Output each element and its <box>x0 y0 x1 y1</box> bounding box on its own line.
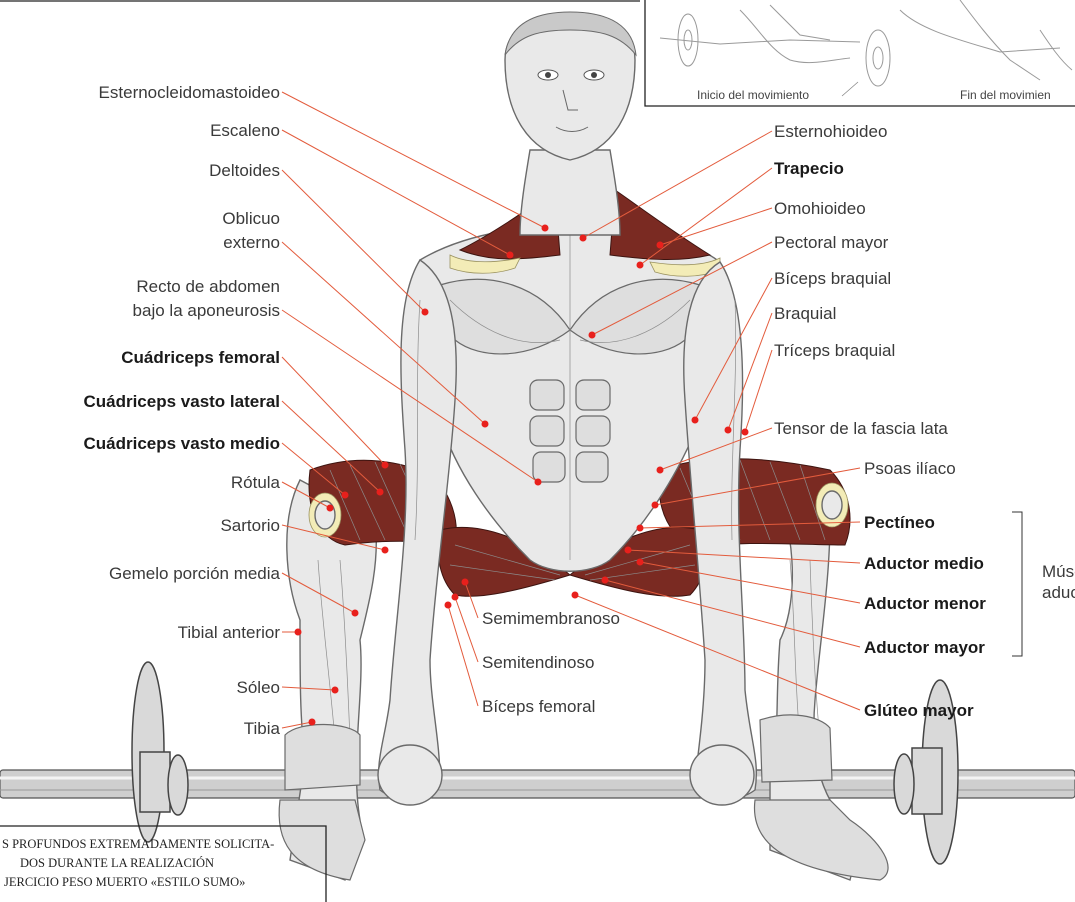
label-biceps-femoral: Bíceps femoral <box>482 697 595 716</box>
label-sartorio: Sartorio <box>220 516 280 535</box>
label-semitendinoso: Semitendinoso <box>482 653 594 672</box>
label-pectineo: Pectíneo <box>864 513 935 532</box>
label-aductor-menor: Aductor menor <box>864 594 986 613</box>
label-tibia: Tibia <box>244 719 281 738</box>
label-trapecio: Trapecio <box>774 159 844 178</box>
label-gemelo: Gemelo porción media <box>109 564 281 583</box>
label-gluteo-mayor: Glúteo mayor <box>864 701 974 720</box>
caption-box: S PROFUNDOS EXTREMADAMENTE SOLICITA- DOS… <box>0 826 326 902</box>
caption-line-1: S PROFUNDOS EXTREMADAMENTE SOLICITA- <box>2 837 274 851</box>
label-braquial: Braquial <box>774 304 836 323</box>
inset-start-label: Inicio del movimiento <box>697 88 809 102</box>
label-tibial-anterior: Tibial anterior <box>178 623 281 642</box>
label-recto-abdomen: Recto de abdomen <box>136 277 280 296</box>
caption-line-3: JERCICIO PESO MUERTO «ESTILO SUMO» <box>4 875 245 889</box>
label-cuadriceps-femoral: Cuádriceps femoral <box>121 348 280 367</box>
label-semimembranoso: Semimembranoso <box>482 609 620 628</box>
label-aductor-mayor: Aductor mayor <box>864 638 985 657</box>
inset-end-label: Fin del movimien <box>960 88 1051 102</box>
label-triceps-braquial: Tríceps braquial <box>774 341 895 360</box>
inset-panel: Inicio del movimiento Fin del movimien <box>645 0 1075 106</box>
label-externo: externo <box>223 233 280 252</box>
label-biceps-braquial: Bíceps braquial <box>774 269 891 288</box>
barbell <box>0 662 1075 864</box>
left-labels: Esternocleidomastoideo Escaleno Deltoide… <box>83 83 280 738</box>
label-pectoral-mayor: Pectoral mayor <box>774 233 889 252</box>
bracket-label-line1: Músc <box>1042 562 1075 581</box>
label-escaleno: Escaleno <box>210 121 280 140</box>
center-labels: Semimembranoso Semitendinoso Bíceps femo… <box>482 609 620 716</box>
label-bajo-aponeurosis: bajo la aponeurosis <box>133 301 280 320</box>
label-soleo: Sóleo <box>237 678 280 697</box>
label-esternohioideo: Esternohioideo <box>774 122 887 141</box>
label-esternocleidomastoideo: Esternocleidomastoideo <box>99 83 280 102</box>
bracket-label-line2: aduc <box>1042 583 1075 602</box>
label-rotula: Rótula <box>231 473 281 492</box>
label-vasto-medio: Cuádriceps vasto medio <box>83 434 280 453</box>
label-omohioideo: Omohioideo <box>774 199 866 218</box>
label-tensor-fascia-lata: Tensor de la fascia lata <box>774 419 948 438</box>
label-oblicuo: Oblicuo <box>222 209 280 228</box>
label-psoas-iliaco: Psoas ilíaco <box>864 459 956 478</box>
adductor-bracket: Músc aduc <box>1012 512 1075 656</box>
caption-line-2: DOS DURANTE LA REALIZACIÓN <box>20 856 214 870</box>
label-deltoides: Deltoides <box>209 161 280 180</box>
label-vasto-lateral: Cuádriceps vasto lateral <box>83 392 280 411</box>
label-aductor-medio: Aductor medio <box>864 554 984 573</box>
